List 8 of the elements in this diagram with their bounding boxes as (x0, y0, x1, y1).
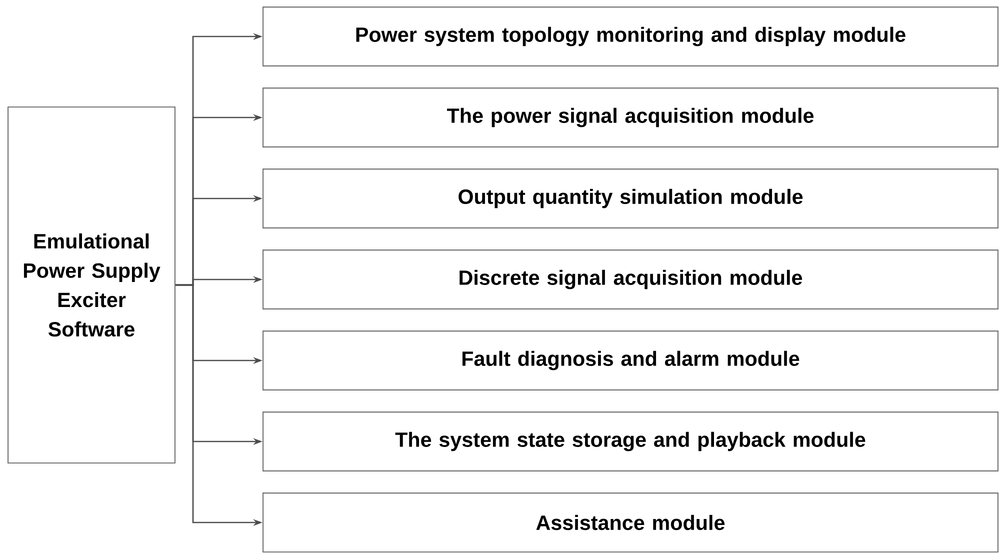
module-box: Output quantity simulation module (262, 168, 998, 228)
module-box: The power signal acquisition module (262, 88, 998, 148)
module-box: Power system topology monitoring and display module (262, 6, 998, 66)
module-box: The system state storage and playback module (262, 412, 998, 472)
module-box: Assistance module (262, 492, 998, 552)
module-box: Discrete signal acquisition module (262, 250, 998, 310)
module-box: Fault diagnosis and alarm module (262, 330, 998, 390)
software-box: Emulational Power Supply Exciter Software (8, 106, 176, 464)
